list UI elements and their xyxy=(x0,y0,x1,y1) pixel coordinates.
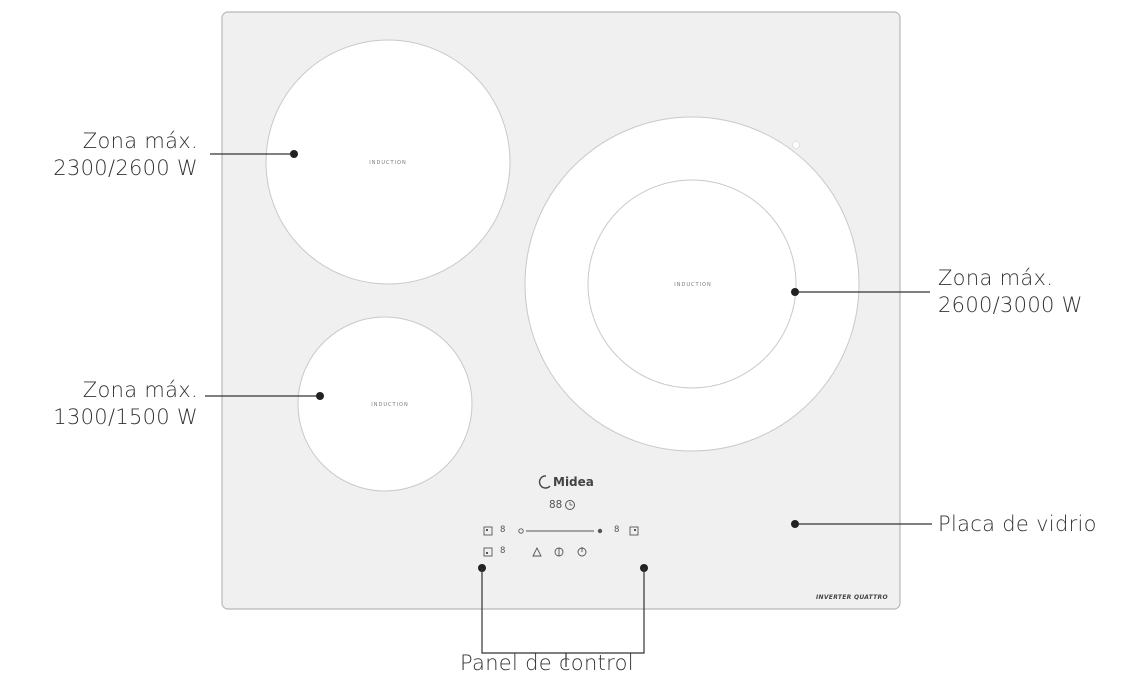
zone-indicator-dot xyxy=(792,141,800,149)
zone-select-mark-left xyxy=(486,529,488,531)
cooking-zone-bottom-left xyxy=(297,316,473,492)
inverter-quattro-label: INVERTER QUATTRO xyxy=(816,594,888,601)
zone-select-icon-right[interactable] xyxy=(629,526,639,536)
zone-select-mark-bottom xyxy=(486,552,488,554)
leader-dot-bottom-left xyxy=(316,392,324,400)
callout-zone-top-left: Zona máx. 2300/2600 W xyxy=(53,128,198,182)
brand-logo-text: Midea xyxy=(553,475,594,489)
leader-dot-glass xyxy=(791,520,799,528)
cooking-zone-right-inner xyxy=(587,179,797,389)
clock-icon xyxy=(565,500,575,510)
midea-logo-icon xyxy=(538,475,551,489)
timer-display: 88 xyxy=(549,498,563,511)
zone-select-icon-bottom[interactable] xyxy=(483,547,493,557)
leader-dot-right xyxy=(791,288,799,296)
slider-max-dot xyxy=(597,528,603,534)
callout-zone-bottom-left-line1: Zona máx. xyxy=(82,378,198,402)
callout-zone-bottom-left: Zona máx. 1300/1500 W xyxy=(53,377,198,431)
zone-label-top-left: INDUCTION xyxy=(369,160,407,166)
zone-display-3: 8 xyxy=(500,546,506,556)
callout-zone-right-line1: Zona máx. xyxy=(938,266,1054,290)
callout-zone-right-line2: 2600/3000 W xyxy=(938,293,1083,317)
leader-dot-top-left xyxy=(290,150,298,158)
zone-display-2: 8 xyxy=(614,525,620,535)
callout-zone-bottom-left-line2: 1300/1500 W xyxy=(53,405,198,429)
zone-select-mark-right xyxy=(634,529,636,531)
cooking-zone-top-left xyxy=(265,39,511,285)
control-panel-bracket xyxy=(481,568,645,654)
callout-glass: Placa de vidrio xyxy=(938,512,1097,536)
lock-icon[interactable] xyxy=(532,546,542,557)
slider-min-dot xyxy=(518,528,524,534)
zone-label-right: INDUCTION xyxy=(674,282,712,288)
callout-zone-top-left-line1: Zona máx. xyxy=(82,129,198,153)
zone-select-icon-left[interactable] xyxy=(483,526,493,536)
callout-control-panel: Panel de control xyxy=(460,651,634,675)
callout-zone-right: Zona máx. 2600/3000 W xyxy=(938,265,1083,319)
zone-label-bottom-left: INDUCTION xyxy=(371,402,409,408)
zone-display-1: 8 xyxy=(500,525,506,535)
callout-zone-top-left-line2: 2300/2600 W xyxy=(53,156,198,180)
